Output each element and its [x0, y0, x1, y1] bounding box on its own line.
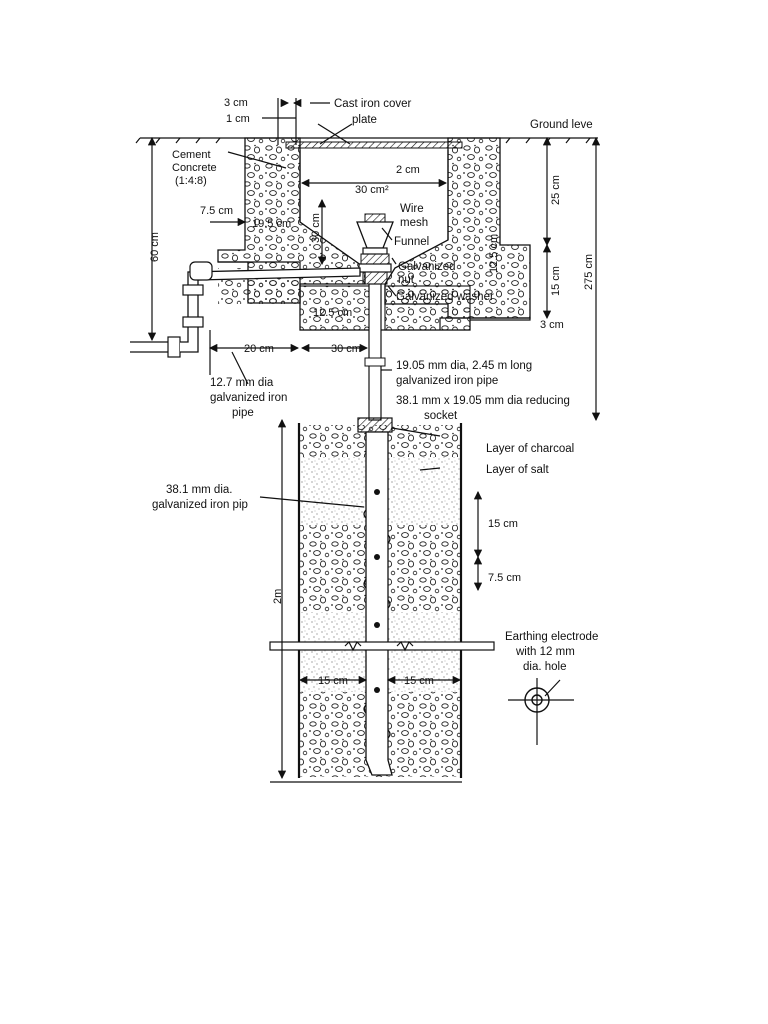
text-labels: 3 cm 1 cm Cast iron cover plate Ground l…	[149, 97, 598, 687]
label-charcoal: Layer of charcoal	[486, 443, 574, 455]
label-socket-line1: 38.1 mm x 19.05 mm dia reducing	[396, 395, 570, 407]
label-15cm-left: 15 cm	[318, 675, 348, 687]
label-15cm-vertical: 15 cm	[550, 266, 562, 296]
funnel	[356, 213, 394, 285]
label-20cm: 20 cm	[244, 343, 274, 355]
label-socket-line2: socket	[424, 410, 458, 422]
label-funnel: Funnel	[394, 236, 429, 248]
label-pipe-38mm-line1: 38.1 mm dia.	[166, 484, 232, 496]
label-iron-pipe-line1: 12.7 mm dia	[210, 377, 274, 389]
label-3cm: 3 cm	[540, 319, 564, 331]
concrete-chamber	[217, 137, 531, 331]
galvanized-pipe-38mm	[363, 431, 393, 776]
label-wire: Wire	[400, 203, 424, 215]
label-15cm-right: 15 cm	[488, 518, 518, 530]
label-7-5cm-right: 7.5 cm	[488, 572, 521, 584]
label-iron-pipe-line3: pipe	[232, 407, 254, 419]
label-30cm2: 30 cm²	[355, 184, 389, 196]
label-pipe-19mm-line1: 19.05 mm dia, 2.45 m long	[396, 360, 532, 372]
label-1cm: 1 cm	[226, 113, 250, 125]
label-275cm: 275 cm	[583, 254, 595, 290]
label-2cm: 2 cm	[396, 164, 420, 176]
cast-iron-cover-plate	[285, 123, 463, 149]
label-2m: 2m	[272, 589, 284, 604]
label-galvanized: Galvanized	[398, 261, 456, 273]
label-30cm-vertical: 30 cm	[310, 213, 322, 243]
label-plate: plate	[352, 114, 377, 126]
electrode-strap	[269, 640, 495, 652]
iron-pipe-12mm	[130, 261, 361, 358]
label-electrode-line1: Earthing electrode	[505, 631, 598, 643]
label-7-5cm-top: 7.5 cm	[200, 205, 233, 217]
label-concrete: Concrete	[172, 162, 217, 174]
label-19-5cm: 19.5 cm	[252, 218, 291, 230]
leader-lines	[227, 102, 561, 697]
label-pipe-38mm-line2: galvanized iron pip	[152, 499, 248, 511]
dimension-lines	[147, 98, 601, 780]
label-15cm-mid: 15 cm	[404, 675, 434, 687]
label-30cm-horizontal: 30 cm	[331, 343, 361, 355]
label-electrode-line3: dia. hole	[523, 661, 566, 673]
label-cast-iron-cover: Cast iron cover	[334, 98, 412, 110]
label-salt: Layer of salt	[486, 464, 549, 476]
label-25cm: 25 cm	[550, 175, 562, 205]
label-nut: nut	[398, 274, 415, 286]
label-galvanized-washer: Galvanized washer	[396, 291, 494, 303]
label-electrode-line2: with 12 mm	[515, 646, 575, 658]
label-12-5cm: 12.5 cm	[313, 307, 352, 319]
label-60cm: 60 cm	[149, 232, 161, 262]
label-mesh: mesh	[400, 217, 428, 229]
label-12-5cm-vertical: 12.5 cm	[488, 234, 500, 273]
label-cement: Cement	[172, 149, 211, 161]
label-pipe-19mm-line2: galvanized iron pipe	[396, 375, 498, 387]
electrode-plan-icon	[508, 678, 574, 745]
label-3cm-cover: 3 cm	[224, 97, 248, 109]
label-ground-level: Ground leve	[530, 119, 593, 131]
label-mix-ratio: (1:4:8)	[175, 175, 207, 187]
label-iron-pipe-line2: galvanized iron	[210, 392, 287, 404]
ground-line	[135, 137, 598, 144]
